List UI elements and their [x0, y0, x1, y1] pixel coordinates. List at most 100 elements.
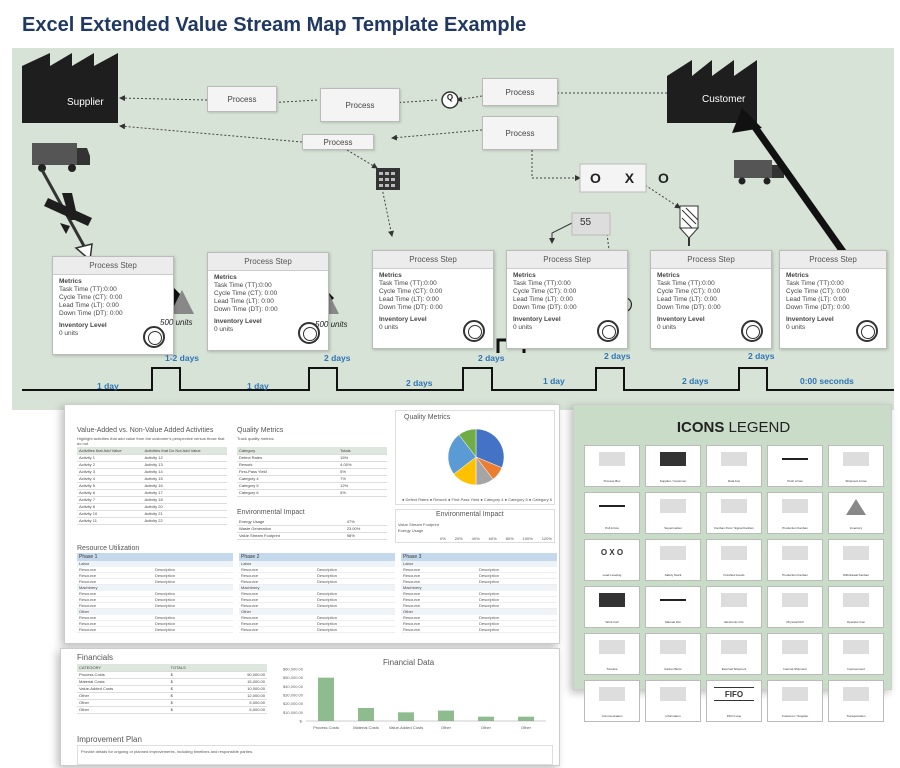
pie-legend-item: ● Rework — [429, 497, 448, 502]
resource-group: Labor — [401, 561, 557, 567]
process-label: Process — [227, 94, 257, 104]
legend-label: Communication — [601, 714, 623, 718]
resource-desc: Description — [317, 597, 338, 602]
qm-cell: 4.00% — [338, 461, 387, 469]
resource-item: Resource — [403, 603, 421, 608]
down-time: Down Time (DT): 0:00 — [657, 304, 721, 311]
resource-desc: Description — [155, 603, 176, 608]
fin-header: CATEGORY — [77, 664, 169, 672]
customer-truck-icon — [734, 160, 784, 185]
legend-label: Operator Icon — [846, 620, 866, 624]
inventory-value: 0 units — [379, 324, 399, 331]
va-header: Activities that Do Not Add Value — [142, 447, 227, 455]
timeline-upper-label: 2 days — [478, 353, 505, 363]
legend-cell: Information — [645, 680, 701, 722]
legend-label: Production Kanban — [782, 573, 808, 577]
legend-icon — [660, 593, 686, 601]
env-chart: Environmental Impact Value Stream Footpr… — [395, 509, 555, 543]
legend-cell: Shipment Arrow — [828, 445, 884, 487]
va-cell: Activity 18 — [142, 496, 227, 504]
financial-chart-title: Financial Data — [383, 658, 435, 667]
legend-title: ICONS LEGEND — [574, 419, 893, 436]
process-step: Process Step Metrics Task Time (TT):0:00… — [52, 256, 174, 355]
fin-cell: Other — [77, 706, 169, 714]
improvement-title: Improvement Plan — [77, 735, 142, 744]
financials-title: Financials — [77, 653, 114, 662]
legend-label: Safety Stock — [664, 573, 682, 577]
fin-row: Other$5,000.00 — [77, 706, 267, 714]
qm-title: Quality Metrics — [237, 427, 284, 434]
pie-legend-item: ● Category 6 — [528, 497, 552, 502]
resource-group: Other — [77, 609, 233, 615]
qm-cell: 5% — [338, 468, 387, 476]
process-step: Process Step Metrics Task Time (TT):0:00… — [650, 250, 772, 349]
va-cell: Activity 16 — [142, 482, 227, 490]
legend-label: Finished Goods — [723, 573, 745, 577]
va-cell: Activity 14 — [142, 468, 227, 476]
legend-label: Process Box — [603, 479, 621, 483]
env-cell: Energy Usage — [237, 518, 345, 526]
y-tick-label: $40,000.00 — [283, 684, 304, 689]
task-time: Task Time (TT):0:00 — [657, 280, 715, 287]
fin-row: Other$5,000.00 — [77, 699, 267, 707]
resource-item: Resource — [241, 591, 259, 596]
legend-cell: Communication — [584, 680, 640, 722]
resource-group: Machinery — [401, 585, 557, 591]
resource-item: Resource — [403, 621, 421, 626]
va-cell: Activity 21 — [142, 510, 227, 518]
legend-label: Manual Info — [665, 620, 681, 624]
step-title: Process Step — [373, 251, 493, 269]
fin-cell: $ — [168, 671, 215, 679]
y-tick-label: $20,000.00 — [283, 701, 304, 706]
kanban-post-icon — [441, 91, 459, 109]
env-chart-label: Energy Usage — [398, 528, 424, 533]
x-tick-label: Other — [521, 725, 532, 730]
legend-label: Work Cell — [605, 620, 619, 624]
process-box: Process — [320, 88, 400, 122]
metrics-title: Metrics — [513, 272, 536, 279]
inventory-units: 500 units — [315, 320, 348, 329]
airplane-icon — [44, 193, 92, 234]
legend-icon — [660, 499, 686, 513]
legend-icon — [599, 499, 625, 507]
bar — [438, 710, 454, 721]
resource-desc: Description — [479, 615, 500, 620]
resource-desc: Description — [317, 591, 338, 596]
bar — [518, 716, 534, 721]
qm-header: Totals — [338, 447, 387, 455]
legend-icon — [843, 640, 869, 654]
metrics-title: Metrics — [657, 272, 680, 279]
legend-label: Internal Shipment — [783, 667, 807, 671]
resource-desc: Description — [155, 621, 176, 626]
inventory-units: 500 units — [160, 318, 193, 327]
resource-item: Resource — [241, 597, 259, 602]
legend-icon — [782, 593, 808, 607]
improvement-box[interactable]: Provide details for ongoing or planned i… — [77, 745, 553, 765]
process-step: Process Step Metrics Task Time (TT):0:00… — [372, 250, 494, 349]
page-title: Excel Extended Value Stream Map Template… — [22, 14, 527, 36]
y-tick-label: $60,000.00 — [283, 667, 304, 672]
legend-label: Customer / Supplier — [781, 714, 809, 718]
legend-cell: Operator Icon — [828, 586, 884, 628]
legend-icon — [846, 499, 866, 515]
resource-desc: Description — [317, 627, 338, 632]
va-cell: Activity 11 — [77, 517, 143, 525]
kanban-post-label: Q — [446, 93, 454, 102]
process-label: Process — [505, 87, 535, 97]
resource-desc: Description — [479, 621, 500, 626]
legend-cell: Kaizen Burst — [645, 633, 701, 675]
legend-label: Information — [665, 714, 681, 718]
